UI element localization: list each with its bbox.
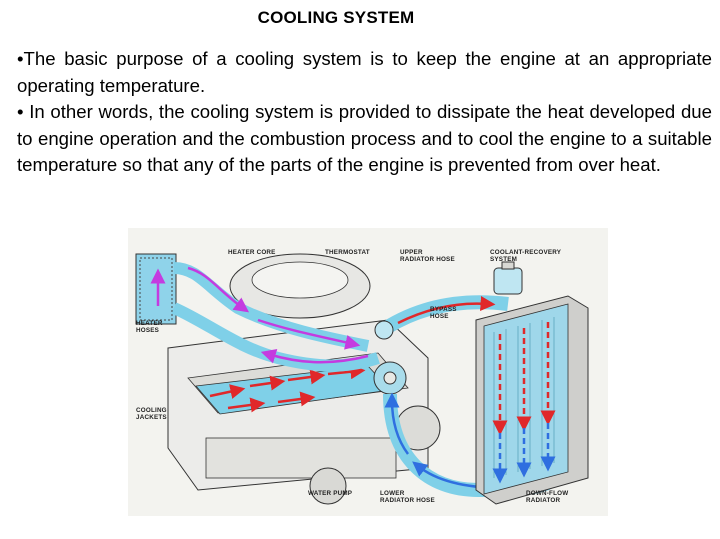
cooling-jackets <box>195 364 391 415</box>
label-heater-core: HEATER CORE <box>228 249 276 256</box>
label-bypass-hose: BYPASS <box>430 306 457 313</box>
label-thermostat: THERMOSTAT <box>325 249 370 256</box>
label-cooling-jackets: COOLING <box>136 407 167 414</box>
label-water-pump: WATER PUMP <box>308 490 352 497</box>
label-coolant-recovery: COOLANT-RECOVERY <box>490 249 562 256</box>
label-upper-hose: UPPER <box>400 249 423 256</box>
cooling-system-diagram: HEATER CORE THERMOSTAT UPPER RADIATOR HO… <box>128 228 608 516</box>
down-flow-radiator <box>475 295 589 505</box>
heater-core <box>135 253 177 325</box>
upper-radiator-hose <box>374 295 509 340</box>
heater-hoses <box>150 262 380 372</box>
cooling-system-illustration: HEATER CORE THERMOSTAT UPPER RADIATOR HO… <box>135 249 589 505</box>
label-lower-hose: RADIATOR HOSE <box>380 497 435 504</box>
bullet-item: • In other words, the cooling system is … <box>17 101 712 175</box>
label-bypass-hose: HOSE <box>430 313 449 320</box>
label-lower-hose: LOWER <box>380 490 405 497</box>
label-down-flow-radiator: RADIATOR <box>526 497 561 504</box>
bullet-list: •The basic purpose of a cooling system i… <box>17 46 712 179</box>
label-heater-hoses: HEATER <box>136 320 163 327</box>
label-heater-hoses: HOSES <box>136 327 159 334</box>
bullet-item: •The basic purpose of a cooling system i… <box>17 48 712 96</box>
coolant-recovery-tank <box>493 261 523 295</box>
label-down-flow-radiator: DOWN-FLOW <box>526 490 568 497</box>
label-upper-hose: RADIATOR HOSE <box>400 256 455 263</box>
label-coolant-recovery: SYSTEM <box>490 256 517 263</box>
label-cooling-jackets: JACKETS <box>136 414 167 421</box>
page-title: COOLING SYSTEM <box>257 8 415 27</box>
water-pump <box>373 361 407 395</box>
